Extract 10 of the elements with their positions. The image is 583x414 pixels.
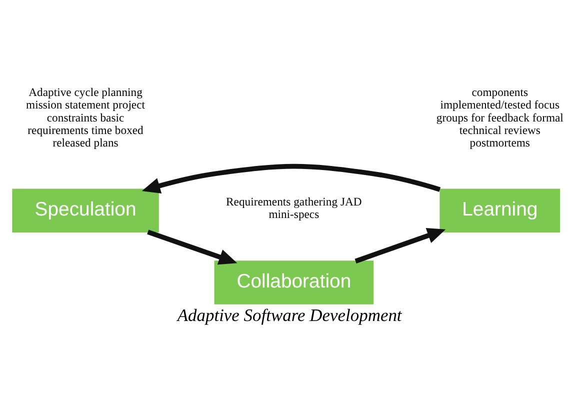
arrow (354, 228, 446, 264)
node-label: Adaptive cycle planning mission statement project constraints basic requirements time boxed released plans (26, 86, 146, 150)
node-label: components implemented/tested focus groups for feedback formal technical reviews postmortems (436, 86, 564, 150)
node-box: Learning (440, 188, 560, 232)
arrow (147, 230, 238, 265)
arrow (142, 164, 441, 194)
node-box: Collaboration (214, 260, 374, 304)
caption: Adaptive Software Development (177, 304, 402, 325)
node-label: Requirements gathering JAD mini-specs (226, 195, 362, 222)
node-box: Speculation (12, 188, 159, 232)
